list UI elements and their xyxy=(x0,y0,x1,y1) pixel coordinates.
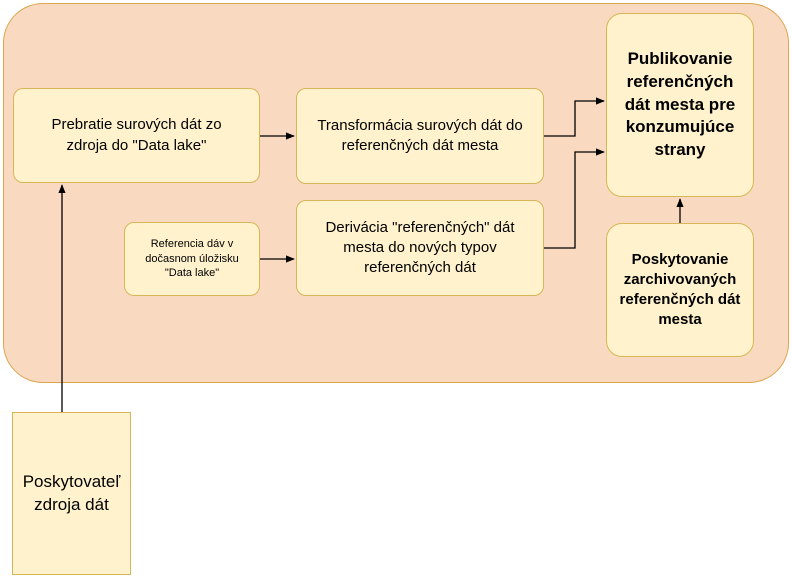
node-label: Poskytovateľ zdroja dát xyxy=(22,471,121,514)
node-poskytovatel[interactable]: Poskytovateľ zdroja dát xyxy=(12,412,131,575)
node-archiv[interactable]: Poskytovanie zarchivovaných referenčných… xyxy=(606,223,754,357)
node-label: Publikovanie referenčných dát mesta pre … xyxy=(624,48,736,160)
node-label: Poskytovanie zarchivovaných referenčných… xyxy=(619,250,741,329)
node-derivacia[interactable]: Derivácia "referenčných" dát mesta do no… xyxy=(296,200,544,296)
node-label: Transformácia surových dát do referenčný… xyxy=(317,116,523,154)
node-label: Derivácia "referenčných" dát mesta do no… xyxy=(325,218,515,277)
node-label: Prebratie surových dát zo zdroja do "Dat… xyxy=(51,116,222,154)
node-transformacia[interactable]: Transformácia surových dát do referenčný… xyxy=(296,88,544,184)
node-prebratie[interactable]: Prebratie surových dát zo zdroja do "Dat… xyxy=(13,88,260,183)
node-publikovanie[interactable]: Publikovanie referenčných dát mesta pre … xyxy=(606,13,754,197)
node-referencia[interactable]: Referencia dáv v dočasnom úložisku "Data… xyxy=(124,222,260,296)
node-label: Referencia dáv v dočasnom úložisku "Data… xyxy=(145,237,239,280)
